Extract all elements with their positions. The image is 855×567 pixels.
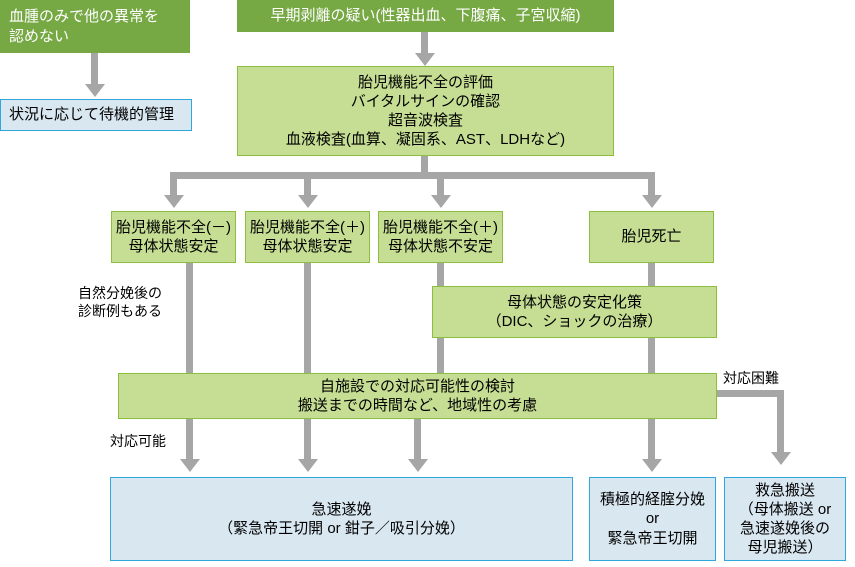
node-maternal-stabilization: 母体状態の安定化策 （DIC、ショックの治療） (432, 286, 717, 338)
label-manageable: 対応可能 (110, 433, 166, 449)
arrowhead-hematoma-to-expectant (84, 84, 105, 97)
arrowhead-branch1 (163, 195, 184, 208)
arrowhead-branch2 (297, 195, 318, 208)
arrowhead-rapid-delivery-2 (297, 459, 318, 472)
connector-assessment-bus (170, 172, 655, 179)
connector-difficult-right (717, 390, 784, 397)
connector-hematoma-to-expectant (91, 53, 98, 85)
connector-branch3-to-stabilization (437, 263, 444, 286)
connector-branch2-drop (304, 172, 311, 196)
node-branch-3: 胎児機能不全(＋) 母体状態不安定 (378, 211, 503, 263)
node-branch-2: 胎児機能不全(＋) 母体状態安定 (245, 211, 370, 263)
label-difficult: 対応困難 (723, 370, 779, 386)
connector-branch3-drop (437, 172, 444, 196)
connector-difficult-down (777, 390, 784, 453)
node-hematoma-only: 血腫のみで他の異常を 認めない (0, 0, 190, 53)
connector-assessment-stem (421, 156, 428, 178)
connector-stabilization-right-down (648, 338, 655, 373)
connector-branch4-drop (648, 172, 655, 196)
node-expectant-management: 状況に応じて待機的管理 (0, 99, 192, 131)
node-emergency-transport: 救急搬送 （母体搬送 or 急速遂娩後の 母児搬送） (724, 477, 846, 561)
node-active-vaginal-delivery: 積極的経腟分娩 or 緊急帝王切開 (589, 477, 716, 561)
connector-suspected-to-assessment (421, 32, 428, 54)
label-natural-delivery-note: 自然分娩後の 診断例もある (78, 285, 162, 320)
connector-facility-to-rapid-1 (186, 419, 193, 460)
arrowhead-active-vaginal-delivery (641, 459, 662, 472)
connector-stabilization-left-down (437, 338, 444, 373)
arrowhead-emergency-transport (770, 452, 791, 465)
connector-branch4-to-stabilization (648, 263, 655, 286)
connector-facility-to-rapid-3 (414, 419, 421, 460)
node-assessment: 胎児機能不全の評価 バイタルサインの確認 超音波検査 血液検査(血算、凝固系、A… (237, 66, 614, 156)
node-facility-capability: 自施設での対応可能性の検討 搬送までの時間など、地域性の考慮 (118, 373, 717, 419)
node-suspected-abruption: 早期剥離の疑い(性器出血、下腹痛、子宮収縮) (237, 0, 614, 32)
connector-branch2-to-facility (304, 263, 311, 373)
connector-facility-to-rapid-2 (304, 419, 311, 460)
connector-facility-to-vaginal (648, 419, 655, 460)
arrowhead-suspected-to-assessment (414, 53, 435, 66)
arrowhead-branch3 (430, 195, 451, 208)
arrowhead-rapid-delivery-3 (407, 459, 428, 472)
connector-branch1-drop (170, 172, 177, 196)
node-branch-4: 胎児死亡 (589, 211, 714, 263)
arrowhead-branch4 (641, 195, 662, 208)
node-branch-1: 胎児機能不全(－) 母体状態安定 (111, 211, 236, 263)
connector-branch1-to-facility (186, 263, 193, 373)
arrowhead-rapid-delivery-1 (179, 459, 200, 472)
node-rapid-delivery: 急速遂娩 （緊急帝王切開 or 鉗子／吸引分娩） (110, 477, 573, 561)
